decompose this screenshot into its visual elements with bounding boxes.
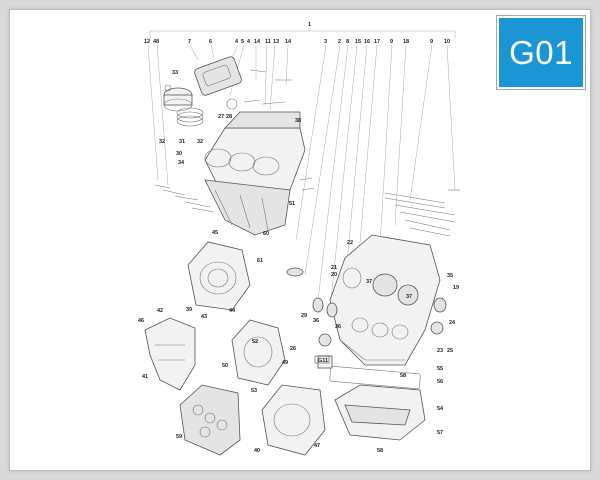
callout-label: 24 [449,320,456,326]
leader-lines [147,30,456,311]
seals-bearings [286,267,447,347]
callout-label: 48 [153,39,159,45]
callout-label: 16 [364,39,370,45]
callout-label: 44 [229,308,236,314]
part-callouts: 33 28 27 32 31 32 38 30 34 51 45 60 22 2… [138,70,459,454]
callout-label: 61 [257,258,263,264]
callout-label: 54 [437,406,444,412]
gearbox-cluster [179,384,241,456]
callout-label: 21 [331,265,337,271]
callout-label: 14 [285,39,292,45]
side-cover [231,319,286,386]
callout-label: 47 [314,443,320,449]
long-bolts [384,189,460,237]
callout-label: 19 [453,285,459,291]
callout-label: 37 [406,294,412,300]
crankcase [329,234,441,366]
callout-label: 30 [176,151,182,157]
piston-assembly [163,56,242,127]
callout-label: 39 [186,307,192,313]
callout-label: 25 [447,348,453,354]
callout-label: 8 [346,39,349,45]
callout-label: 5 [241,39,244,45]
callout-label: 46 [138,318,144,324]
callout-label: 4 [247,39,251,45]
callout-label: 40 [254,448,260,454]
callout-label: 42 [157,308,163,314]
callout-label: 18 [403,39,409,45]
section-code-badge: G01 [497,16,585,89]
callout-label: 37 [366,279,372,285]
callout-label: 49 [282,360,288,366]
callout-label: 7 [188,39,191,45]
callout-label: 53 [251,388,257,394]
callout-label: 27 [218,114,224,120]
callout-label: 36 [335,324,341,330]
callout-label: 3 [324,39,327,45]
callout-label: 26 [290,346,296,352]
callout-label: 10 [444,39,450,45]
callout-label: 33 [172,70,178,76]
callout-label: 57 [437,430,443,436]
callout-label: 32 [197,139,203,145]
cylinder-block [204,111,306,236]
callout-label: 2 [338,39,341,45]
callout-label: 4 [235,39,239,45]
callout-label: 45 [212,230,218,236]
g11-label: G11 [318,358,328,364]
callout-label: 60 [263,231,269,237]
callout-label: 43 [201,314,207,320]
callout-label: 1 [308,22,311,28]
callout-label: 35 [447,273,453,279]
callout-label: 36 [313,318,319,324]
callout-label: 56 [437,379,443,385]
callout-label: 6 [209,39,212,45]
clutch-cover [187,241,251,311]
callout-label: 41 [142,374,148,380]
callout-label: 29 [301,313,307,319]
callout-label: 12 [144,39,150,45]
oil-sump [329,365,426,441]
callout-label: 58 [400,373,406,379]
callout-label: 11 [265,39,271,45]
callout-label: 20 [331,272,337,278]
callout-label: 59 [176,434,182,440]
top-callout-row: 1 12 48 7 6 4 5 4 14 11 13 14 3 2 8 15 1… [144,22,450,45]
callout-label: 52 [252,339,258,345]
large-cover [261,384,326,456]
bolts-upper [154,69,315,213]
callout-label: 58 [377,448,383,454]
callout-label: 28 [226,114,232,120]
callout-label: 9 [430,39,433,45]
callout-label: 22 [347,240,353,246]
callout-label: 14 [254,39,261,45]
callout-label: 15 [355,39,361,45]
chain-guard [144,317,196,391]
callout-label: 32 [159,139,165,145]
callout-label: 34 [178,160,185,166]
callout-label: 51 [289,201,295,207]
g11-box [314,355,330,364]
callout-label: 13 [273,39,279,45]
callout-label: 50 [222,363,228,369]
callout-label: 38 [295,118,301,124]
callout-label: 9 [390,39,393,45]
callout-label: 31 [179,139,185,145]
callout-label: 17 [374,39,380,45]
callout-label: 55 [437,366,443,372]
callout-label: 23 [437,348,443,354]
